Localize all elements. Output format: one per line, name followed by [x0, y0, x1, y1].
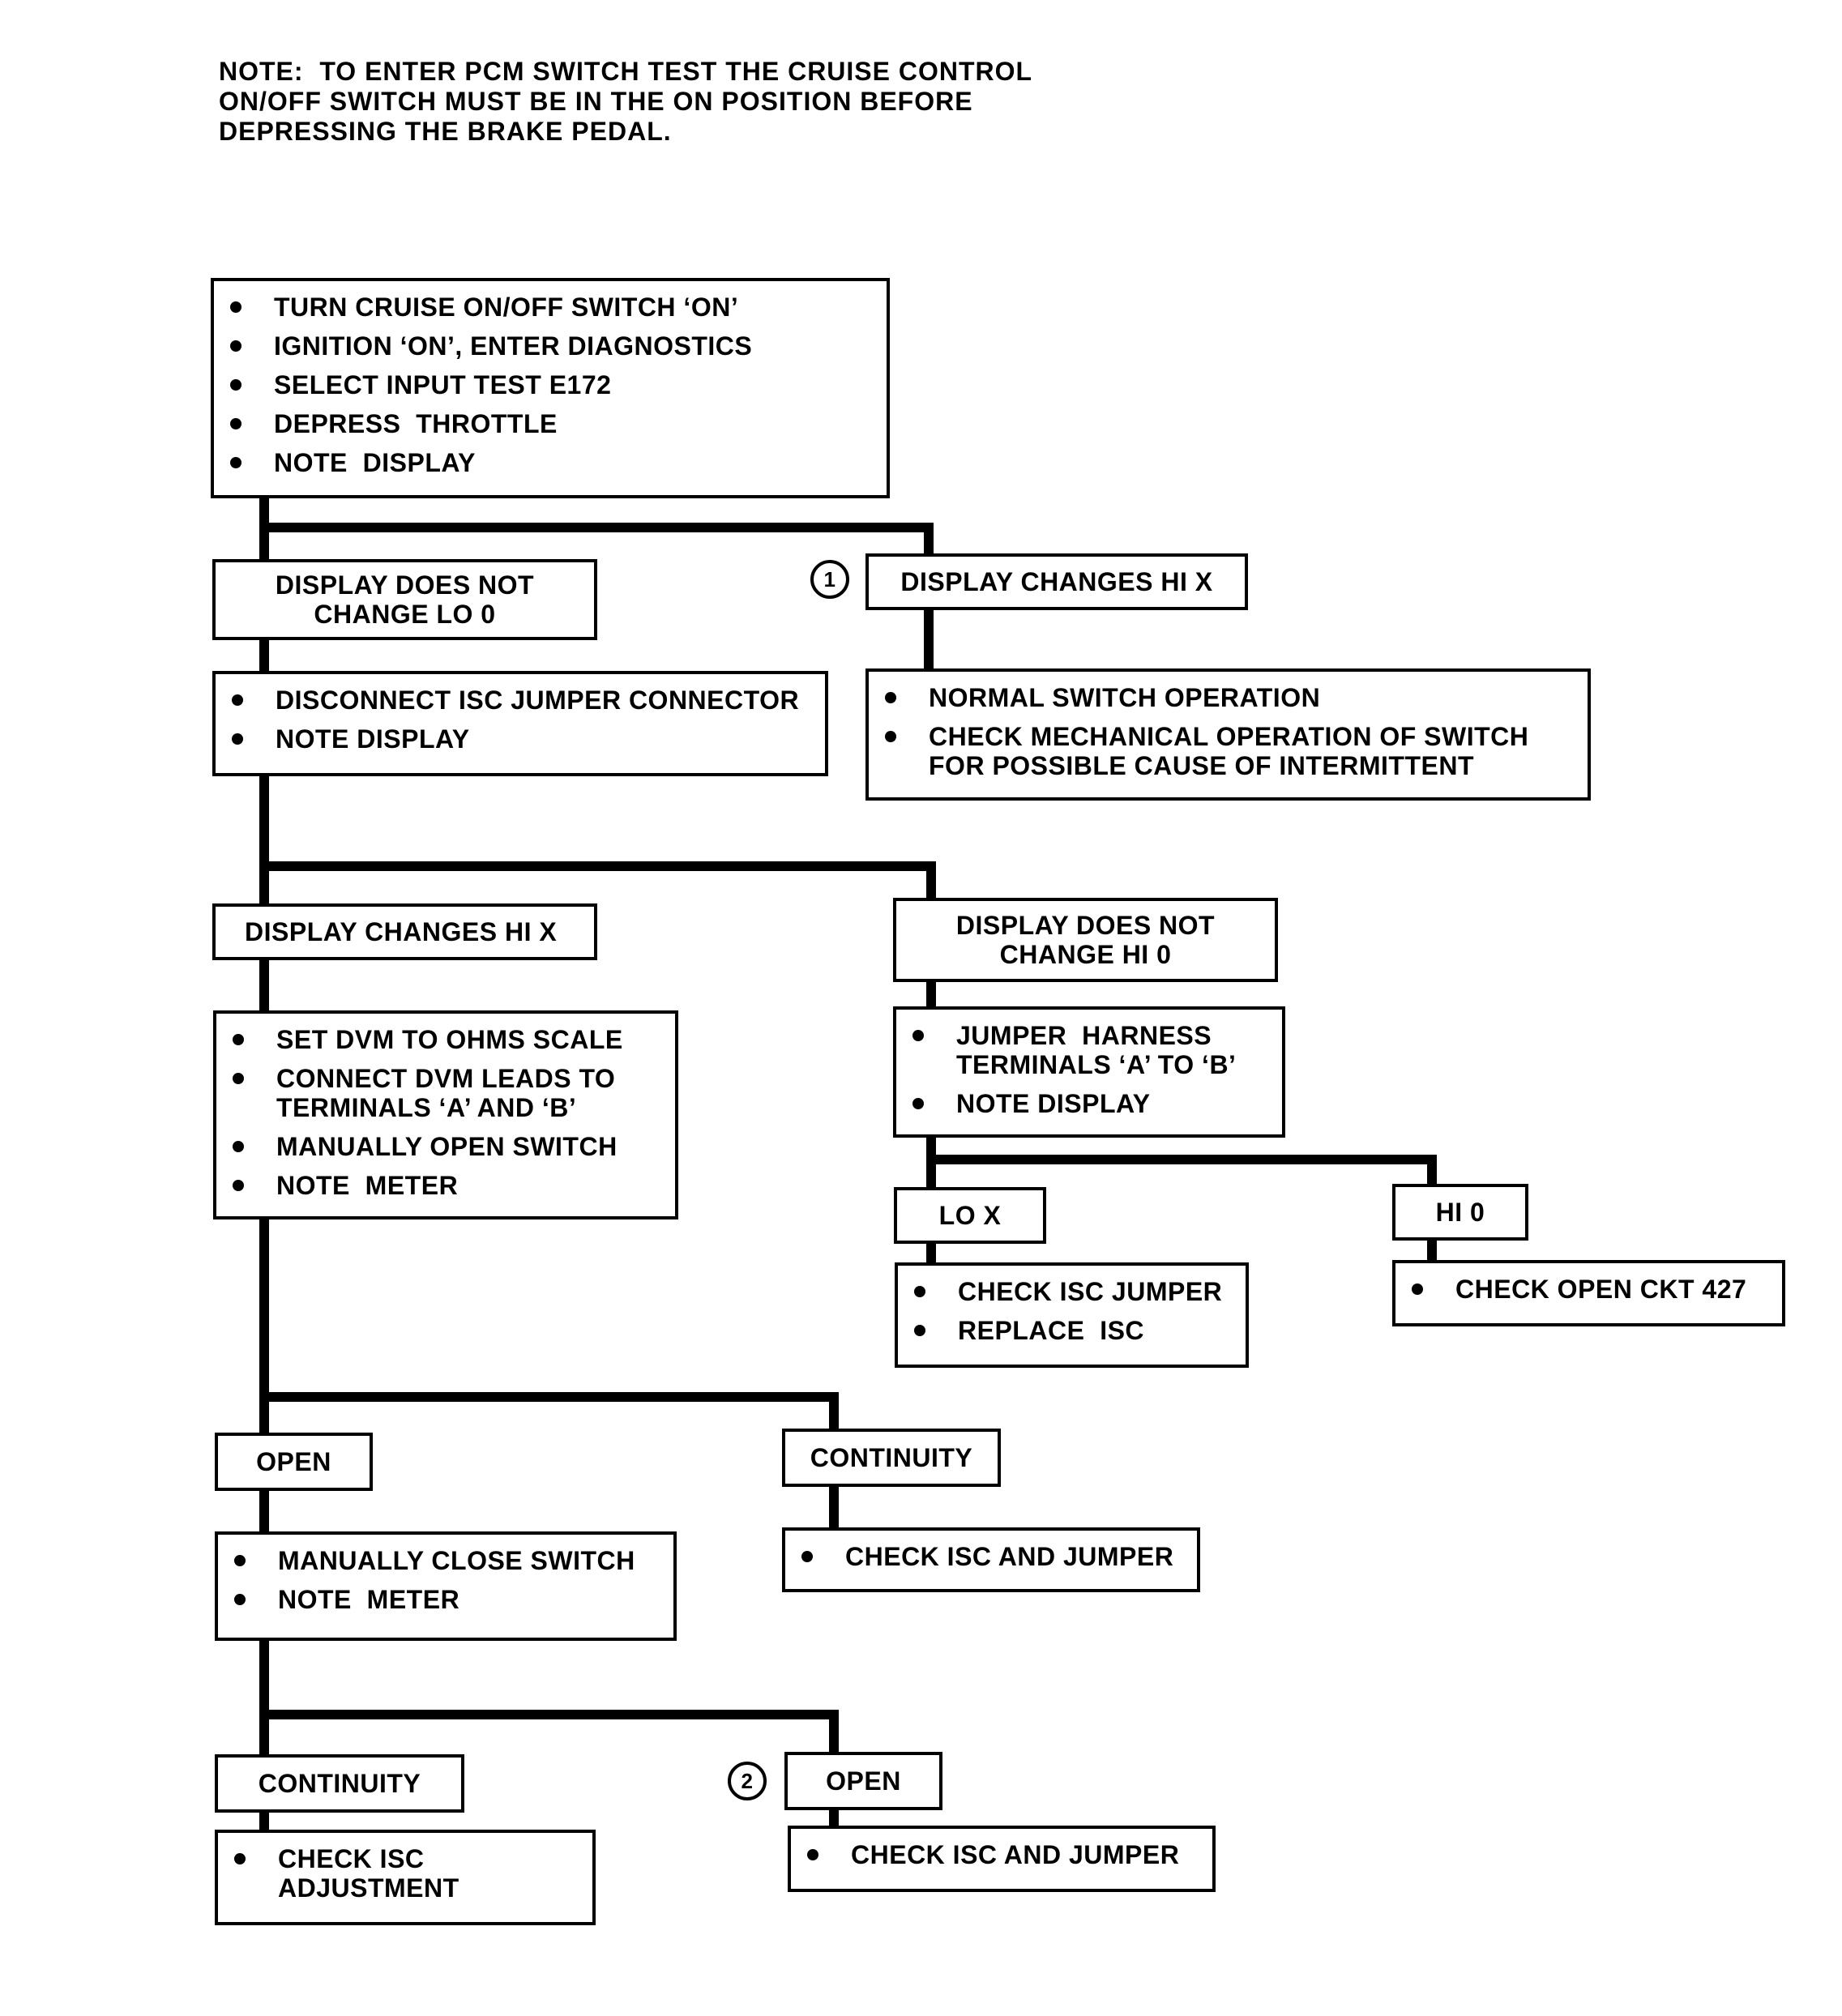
list-item: CHECK MECHANICAL OPERATION OF SWITCH FOR… — [869, 722, 1579, 780]
list-item: CONNECT DVM LEADS TO TERMINALS ‘A’ AND ‘… — [216, 1064, 667, 1122]
connector — [259, 523, 934, 532]
result-box-changes-hix-1: DISPLAY CHANGES HI X — [865, 553, 1248, 610]
procedure-note: NOTE: TO ENTER PCM SWITCH TEST THE CRUIS… — [219, 57, 1032, 147]
connector — [259, 1392, 839, 1402]
jumper-harness-box: JUMPER HARNESS TERMINALS ‘A’ TO ‘B’ NOTE… — [893, 1006, 1285, 1138]
bullet-icon — [232, 694, 243, 706]
bullet-icon — [801, 1551, 813, 1562]
result-box-open-1: OPEN — [215, 1433, 373, 1491]
list-item: NOTE DISPLAY — [896, 1089, 1274, 1118]
result-box-no-change-lo0: DISPLAY DOES NOT CHANGE LO 0 — [212, 559, 597, 640]
bullet-icon — [914, 1286, 925, 1297]
connector — [259, 1811, 269, 1835]
connector — [926, 1155, 1437, 1164]
connector — [259, 1491, 269, 1535]
bullet-icon — [230, 301, 241, 313]
marker-circle-2: 2 — [728, 1762, 767, 1800]
list-item: TURN CRUISE ON/OFF SWITCH ‘ON’ — [214, 293, 878, 322]
result-box-continuity-2: CONTINUITY — [215, 1754, 464, 1813]
connector — [259, 1710, 839, 1719]
bullet-icon — [233, 1073, 244, 1084]
bullet-icon — [232, 733, 243, 745]
bullet-icon — [885, 692, 896, 703]
list-item: CHECK ISC AND JUMPER — [791, 1840, 1204, 1869]
connector — [829, 1487, 839, 1535]
list-item: NOTE DISPLAY — [216, 724, 817, 754]
bullet-icon — [230, 418, 241, 429]
list-item: CHECK ISC ADJUSTMENT — [218, 1844, 584, 1903]
bullet-icon — [234, 1853, 246, 1864]
list-item: CHECK OPEN CKT 427 — [1395, 1275, 1774, 1304]
bullet-icon — [912, 1030, 924, 1041]
bullet-icon — [912, 1098, 924, 1109]
normal-operation-box: NORMAL SWITCH OPERATION CHECK MECHANICAL… — [865, 668, 1591, 801]
bullet-icon — [914, 1325, 925, 1336]
list-item: MANUALLY CLOSE SWITCH — [218, 1546, 665, 1575]
connector — [259, 956, 269, 1013]
list-item: JUMPER HARNESS TERMINALS ‘A’ TO ‘B’ — [896, 1021, 1274, 1079]
bullet-icon — [1412, 1283, 1423, 1295]
bullet-icon — [885, 731, 896, 742]
note-line: NOTE: TO ENTER PCM SWITCH TEST THE CRUIS… — [219, 57, 1033, 86]
connector — [924, 523, 934, 555]
check-isc-adjustment-box: CHECK ISC ADJUSTMENT — [215, 1830, 596, 1925]
bullet-icon — [230, 340, 241, 352]
list-item: DEPRESS THROTTLE — [214, 409, 878, 438]
dvm-steps-box: SET DVM TO OHMS SCALE CONNECT DVM LEADS … — [213, 1010, 678, 1219]
connector — [829, 1392, 839, 1429]
connector — [926, 861, 936, 902]
bullet-icon — [233, 1034, 244, 1045]
list-item: NOTE DISPLAY — [214, 448, 878, 477]
bullet-icon — [234, 1555, 246, 1566]
bullet-icon — [230, 379, 241, 391]
bullet-icon — [233, 1180, 244, 1191]
list-item: NOTE METER — [216, 1171, 667, 1200]
connector — [1427, 1155, 1437, 1187]
result-box-open-2: OPEN — [784, 1752, 942, 1810]
check-open-ckt-box: CHECK OPEN CKT 427 — [1392, 1260, 1785, 1326]
bullet-icon — [234, 1594, 246, 1605]
list-item: CHECK ISC JUMPER — [898, 1277, 1237, 1306]
check-isc-and-jumper-box-1: CHECK ISC AND JUMPER — [782, 1527, 1200, 1592]
disconnect-steps-box: DISCONNECT ISC JUMPER CONNECTOR NOTE DIS… — [212, 671, 828, 776]
result-box-changes-hix-2: DISPLAY CHANGES HI X — [212, 903, 597, 960]
result-box-lox: LO X — [894, 1187, 1046, 1244]
bullet-icon — [807, 1849, 818, 1860]
marker-circle-1: 1 — [810, 560, 849, 599]
list-item: NOTE METER — [218, 1585, 665, 1614]
connector — [924, 609, 934, 670]
note-line: DEPRESSING THE BRAKE PEDAL. — [219, 117, 672, 146]
list-item: MANUALLY OPEN SWITCH — [216, 1132, 667, 1161]
list-item: NORMAL SWITCH OPERATION — [869, 683, 1579, 712]
close-switch-box: MANUALLY CLOSE SWITCH NOTE METER — [215, 1531, 677, 1641]
check-isc-jumper-box: CHECK ISC JUMPER REPLACE ISC — [895, 1262, 1249, 1368]
list-item: CHECK ISC AND JUMPER — [785, 1542, 1189, 1571]
list-item: REPLACE ISC — [898, 1316, 1237, 1345]
bullet-icon — [230, 457, 241, 468]
result-box-no-change-hi0: DISPLAY DOES NOT CHANGE HI 0 — [893, 898, 1278, 982]
start-steps-box: TURN CRUISE ON/OFF SWITCH ‘ON’ IGNITION … — [211, 278, 890, 498]
list-item: SET DVM TO OHMS SCALE — [216, 1025, 667, 1054]
list-item: DISCONNECT ISC JUMPER CONNECTOR — [216, 686, 817, 715]
result-box-continuity-1: CONTINUITY — [782, 1429, 1001, 1487]
connector — [1427, 1238, 1437, 1264]
connector — [259, 774, 269, 912]
connector — [259, 861, 936, 871]
list-item: IGNITION ‘ON’, ENTER DIAGNOSTICS — [214, 331, 878, 361]
connector — [926, 979, 936, 1011]
connector — [259, 640, 269, 673]
list-item: SELECT INPUT TEST E172 — [214, 370, 878, 399]
check-isc-and-jumper-box-2: CHECK ISC AND JUMPER — [788, 1826, 1216, 1892]
note-line: ON/OFF SWITCH MUST BE IN THE ON POSITION… — [219, 87, 973, 116]
result-box-hi0: HI 0 — [1392, 1184, 1528, 1241]
connector — [926, 1242, 936, 1266]
connector — [829, 1807, 839, 1830]
connector — [259, 1215, 269, 1434]
connector — [829, 1710, 839, 1754]
bullet-icon — [233, 1141, 244, 1152]
